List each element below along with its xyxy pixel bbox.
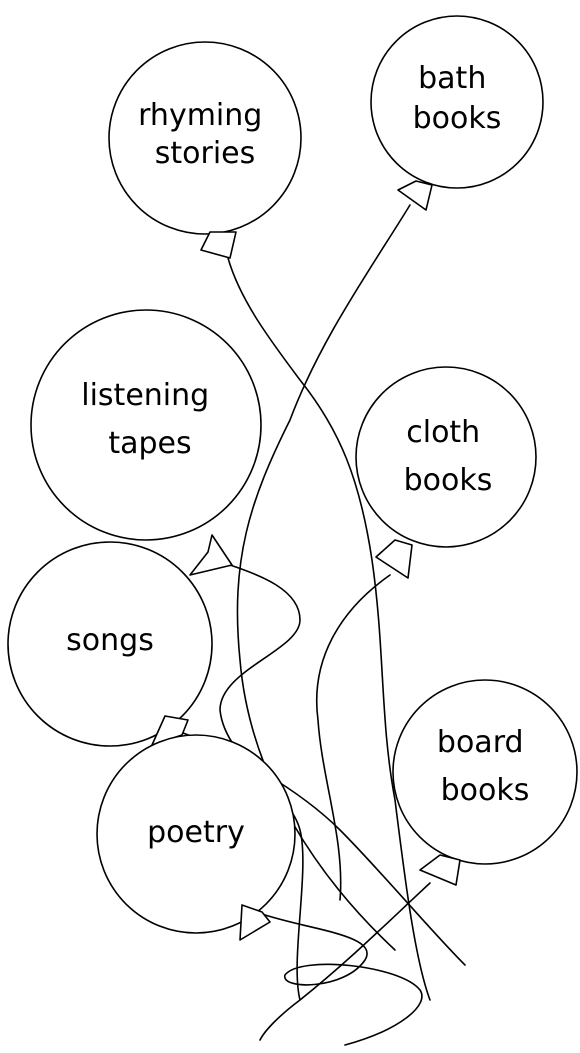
- balloon-listening-tapes-knot: [189, 534, 233, 576]
- balloon-listening-tapes-line-2: tapes: [108, 426, 191, 461]
- balloon-cloth-books-line-1: cloth: [406, 415, 480, 450]
- balloon-rhyming-stories-line-2: stories: [155, 136, 256, 171]
- balloon-listening-tapes-body: [30, 309, 262, 541]
- balloon-songs-label: songs: [66, 623, 154, 658]
- balloon-cloth-books: cloth books: [355, 366, 537, 579]
- balloon-rhyming-stories: rhyming stories: [108, 41, 302, 259]
- balloon-cloth-books-label: cloth books: [404, 415, 493, 498]
- balloon-bath-books-label: bath books: [413, 61, 502, 136]
- balloon-poetry: poetry: [96, 734, 296, 941]
- balloon-rhyming-stories-knot: [200, 231, 237, 259]
- balloon-songs: songs: [7, 541, 213, 747]
- balloon-bath-books-line-2: books: [413, 101, 502, 136]
- balloon-listening-tapes: listening tapes: [30, 309, 262, 576]
- balloon-board-books-knot: [419, 854, 461, 886]
- balloon-listening-tapes-label: listening tapes: [81, 378, 218, 461]
- balloon-poetry-knot: [239, 904, 271, 941]
- balloon-cloth-books-line-2: books: [404, 463, 493, 498]
- balloon-board-books-label: board books: [437, 725, 533, 808]
- balloon-board-books: board books: [392, 679, 578, 886]
- balloon-bath-books: bath books: [370, 15, 544, 211]
- balloon-rhyming-stories-body: [108, 41, 302, 235]
- balloon-board-books-line-2: books: [441, 773, 530, 808]
- string-rhyming-stories: [227, 257, 431, 1001]
- balloon-poetry-label: poetry: [147, 815, 245, 850]
- balloon-board-books-body: [392, 679, 578, 865]
- balloon-bath-books-knot: [397, 180, 433, 211]
- string-board-books: [259, 882, 431, 1041]
- balloon-songs-line-1: songs: [66, 623, 154, 658]
- balloon-board-books-line-1: board: [437, 725, 524, 760]
- balloon-listening-tapes-line-1: listening: [81, 378, 209, 413]
- balloon-rhyming-stories-label: rhyming stories: [138, 98, 272, 171]
- string-listening-tapes: [219, 564, 304, 1001]
- balloon-songs-body: [7, 541, 213, 747]
- balloon-cloth-books-body: [355, 366, 537, 548]
- balloon-bath-books-body: [370, 15, 544, 189]
- balloon-cloth-books-knot: [375, 539, 413, 579]
- balloon-poetry-body: [96, 734, 296, 934]
- balloon-bath-books-line-1: bath: [418, 61, 486, 96]
- string-cloth-books: [316, 574, 391, 901]
- balloon-songs-knot: [151, 715, 189, 746]
- balloon-poetry-line-1: poetry: [147, 815, 245, 850]
- string-poetry: [261, 913, 423, 1046]
- balloon-rhyming-stories-line-1: rhyming: [138, 98, 262, 133]
